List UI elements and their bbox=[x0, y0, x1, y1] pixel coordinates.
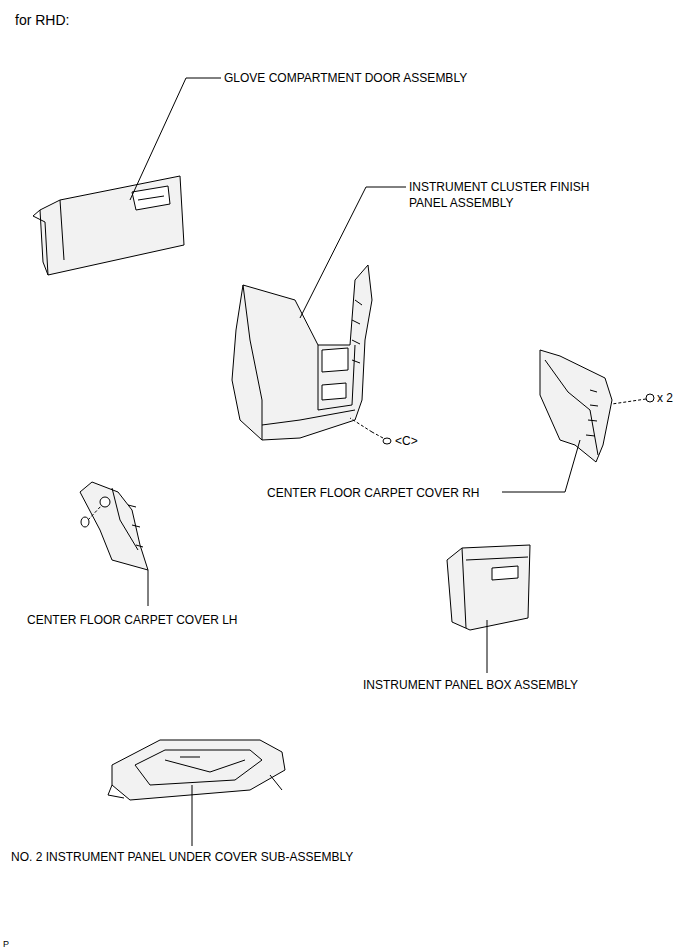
diagram-title: for RHD: bbox=[14, 12, 70, 28]
part-name: CENTER FLOOR CARPET COVER LH bbox=[26, 612, 238, 628]
part-name: GLOVE COMPARTMENT DOOR ASSEMBLY bbox=[223, 70, 468, 86]
part-name: CENTER FLOOR CARPET COVER RH bbox=[266, 485, 480, 501]
part-name: INSTRUMENT CLUSTER FINISH PANEL ASSEMBLY bbox=[408, 179, 625, 211]
figure-code: P bbox=[2, 936, 10, 952]
quantity: x 2 bbox=[656, 390, 674, 406]
glove-door bbox=[33, 176, 184, 275]
screw bbox=[350, 418, 391, 444]
carpet-cover-lh bbox=[80, 482, 148, 570]
fastener-code: <C> bbox=[394, 433, 419, 449]
carpet-cover-rh bbox=[540, 350, 612, 462]
clip bbox=[612, 394, 654, 404]
under-cover bbox=[108, 740, 285, 800]
cluster-finish-panel bbox=[232, 265, 372, 440]
part-name: INSTRUMENT PANEL BOX ASSEMBLY bbox=[362, 677, 579, 693]
part-name: NO. 2 INSTRUMENT PANEL UNDER COVER SUB-A… bbox=[10, 849, 354, 865]
panel-box bbox=[447, 545, 530, 630]
